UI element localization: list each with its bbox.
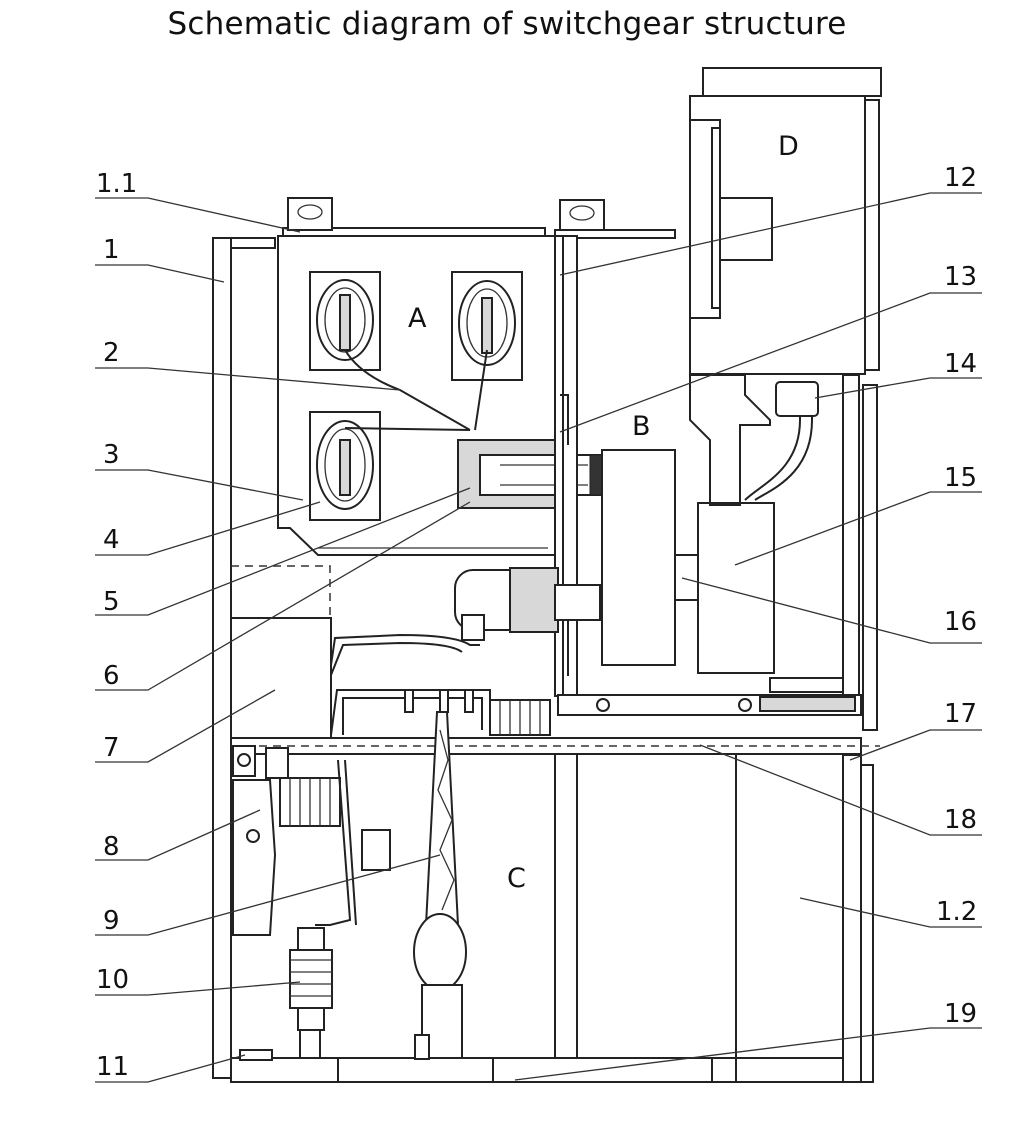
bus-insulator	[309, 271, 381, 371]
label-15: 15	[944, 463, 977, 493]
label-13: 13	[944, 262, 977, 292]
low-voltage-compartment	[689, 67, 882, 375]
label-9: 9	[103, 906, 120, 936]
label-10: 10	[96, 965, 129, 995]
zone-a-label: A	[408, 303, 427, 334]
leader-lines	[95, 192, 982, 1083]
label-17: 17	[944, 699, 977, 729]
label-6: 6	[103, 661, 120, 691]
label-11: 11	[96, 1052, 129, 1082]
zone-c-label: C	[507, 863, 526, 894]
cable-compartment	[230, 565, 551, 1061]
zone-b-label: B	[632, 411, 651, 442]
label-12: 12	[944, 163, 977, 193]
label-14: 14	[944, 349, 977, 379]
zone-d-label: D	[778, 131, 799, 162]
busbar-compartment	[277, 197, 676, 556]
label-5: 5	[103, 587, 120, 617]
current-transformer	[697, 502, 775, 674]
label-1-2: 1.2	[936, 897, 977, 927]
label-16: 16	[944, 607, 977, 637]
breaker-compartment	[454, 235, 878, 731]
label-7: 7	[103, 733, 120, 763]
label-4: 4	[103, 525, 120, 555]
label-1-1: 1.1	[96, 169, 137, 199]
vacuum-interrupter	[454, 567, 601, 641]
label-1: 1	[103, 235, 120, 265]
page-title: Schematic diagram of switchgear structur…	[167, 6, 847, 42]
label-8: 8	[103, 832, 120, 862]
bus-insulator	[451, 271, 523, 381]
label-3: 3	[103, 440, 120, 470]
power-cable	[413, 711, 467, 1060]
label-2: 2	[103, 338, 120, 368]
label-18: 18	[944, 805, 977, 835]
label-19: 19	[944, 999, 977, 1029]
surge-arrester	[289, 927, 333, 1059]
